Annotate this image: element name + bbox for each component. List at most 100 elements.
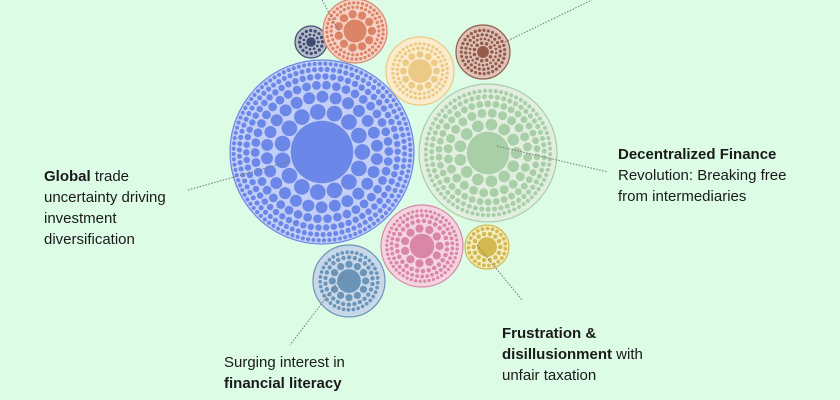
sub-topic-circle (435, 90, 439, 95)
sub-topic-circle (400, 55, 404, 59)
sub-topic-circle (443, 154, 453, 164)
sub-topic-circle (536, 187, 541, 192)
sub-topic-circle (370, 139, 383, 152)
sub-topic-circle (423, 147, 428, 152)
sub-topic-circle (375, 89, 381, 95)
sub-topic-circle (409, 43, 413, 47)
sub-topic-circle (372, 79, 377, 84)
sub-topic-circle (383, 210, 388, 216)
sub-topic-circle (388, 178, 395, 185)
sub-topic-circle (398, 81, 403, 85)
sub-topic-circle (349, 72, 355, 78)
sub-topic-circle (487, 108, 497, 118)
sub-topic-circle (330, 223, 338, 230)
sub-topic-circle (381, 191, 388, 199)
sub-topic-circle (467, 250, 472, 255)
sub-topic-circle (460, 201, 466, 207)
sub-topic-circle (359, 253, 364, 257)
sub-topic-circle (390, 202, 395, 207)
sub-topic-circle (469, 63, 473, 67)
sub-topic-circle (347, 1, 351, 5)
sub-topic-circle (438, 50, 442, 55)
sub-topic-circle (355, 5, 359, 9)
sub-topic-circle (380, 214, 385, 219)
sub-topic-circle (446, 134, 456, 144)
sub-topic-circle (240, 110, 245, 115)
sub-topic-circle (482, 88, 488, 93)
sub-topic-circle (277, 72, 282, 77)
sub-topic-circle (468, 47, 472, 51)
sub-topic-circle (352, 216, 359, 223)
sub-topic-circle (320, 40, 325, 44)
sub-topic-circle (414, 96, 418, 100)
sub-topic-circle (470, 44, 473, 47)
sub-topic-circle (326, 39, 331, 43)
sub-topic-circle (422, 42, 426, 46)
sub-topic-circle (398, 50, 402, 55)
sub-topic-circle (435, 187, 440, 192)
sub-topic-circle (496, 41, 500, 45)
sub-topic-circle (454, 251, 459, 256)
sub-topic-circle (451, 124, 461, 134)
sub-topic-circle (347, 255, 352, 260)
sub-topic-circle (264, 126, 277, 138)
sub-topic-circle (477, 63, 481, 66)
sub-topic-circle (246, 101, 251, 106)
sub-topic-circle (500, 39, 504, 43)
sub-topic-circle (341, 174, 357, 190)
sub-topic-circle (357, 299, 362, 305)
sub-topic-circle (487, 263, 491, 268)
sub-topic-circle (542, 125, 548, 131)
sub-topic-circle (359, 269, 368, 277)
sub-topic-circle (375, 280, 380, 285)
sub-topic-circle (401, 268, 406, 273)
sub-topic-circle (362, 296, 367, 301)
sub-topic-circle (445, 227, 450, 232)
sub-topic-circle (301, 32, 305, 36)
sub-topic-circle (393, 80, 397, 84)
sub-topic-circle (232, 162, 237, 167)
sub-topic-circle (330, 285, 339, 293)
sub-topic-circle (271, 82, 277, 88)
sub-topic-circle (391, 171, 398, 178)
sub-topic-circle (466, 131, 510, 175)
sub-topic-circle (437, 225, 442, 231)
sub-topic-circle (345, 219, 352, 227)
sub-topic-circle (335, 299, 341, 305)
sub-topic-circle (403, 121, 408, 126)
sub-topic-circle (438, 59, 443, 63)
sub-topic-circle (455, 205, 460, 210)
sub-topic-circle (236, 147, 242, 153)
sub-topic-circle (401, 138, 407, 144)
sub-topic-circle (300, 222, 307, 229)
sub-topic-circle (305, 51, 309, 55)
sub-topic-circle (248, 201, 253, 206)
sub-topic-circle (487, 257, 493, 263)
sub-topic-circle (438, 191, 444, 196)
sub-topic-circle (395, 54, 399, 58)
sub-topic-circle (333, 41, 337, 46)
sub-topic-circle (475, 38, 479, 42)
sub-topic-circle (391, 62, 396, 67)
sub-topic-circle (537, 116, 542, 121)
sub-topic-circle (395, 67, 399, 72)
sub-topic-circle (432, 183, 437, 188)
sub-topic-circle (415, 259, 424, 268)
sub-topic-circle (358, 84, 365, 91)
sub-topic-circle (367, 224, 372, 229)
sub-topic-circle (429, 215, 434, 220)
sub-topic-circle (379, 41, 383, 45)
sub-topic-circle (351, 205, 361, 214)
sub-topic-circle (504, 203, 510, 209)
sub-topic-circle (325, 297, 329, 302)
sub-topic-circle (472, 41, 476, 44)
sub-topic-circle (431, 93, 435, 97)
sub-topic-circle (243, 105, 248, 111)
sub-topic-circle (443, 80, 447, 84)
sub-topic-circle (392, 256, 397, 261)
sub-topic-circle (376, 33, 381, 37)
sub-topic-circle (314, 231, 320, 237)
sub-topic-circle (399, 189, 404, 194)
sub-topic-circle (365, 35, 374, 45)
sub-topic-circle (492, 206, 498, 212)
